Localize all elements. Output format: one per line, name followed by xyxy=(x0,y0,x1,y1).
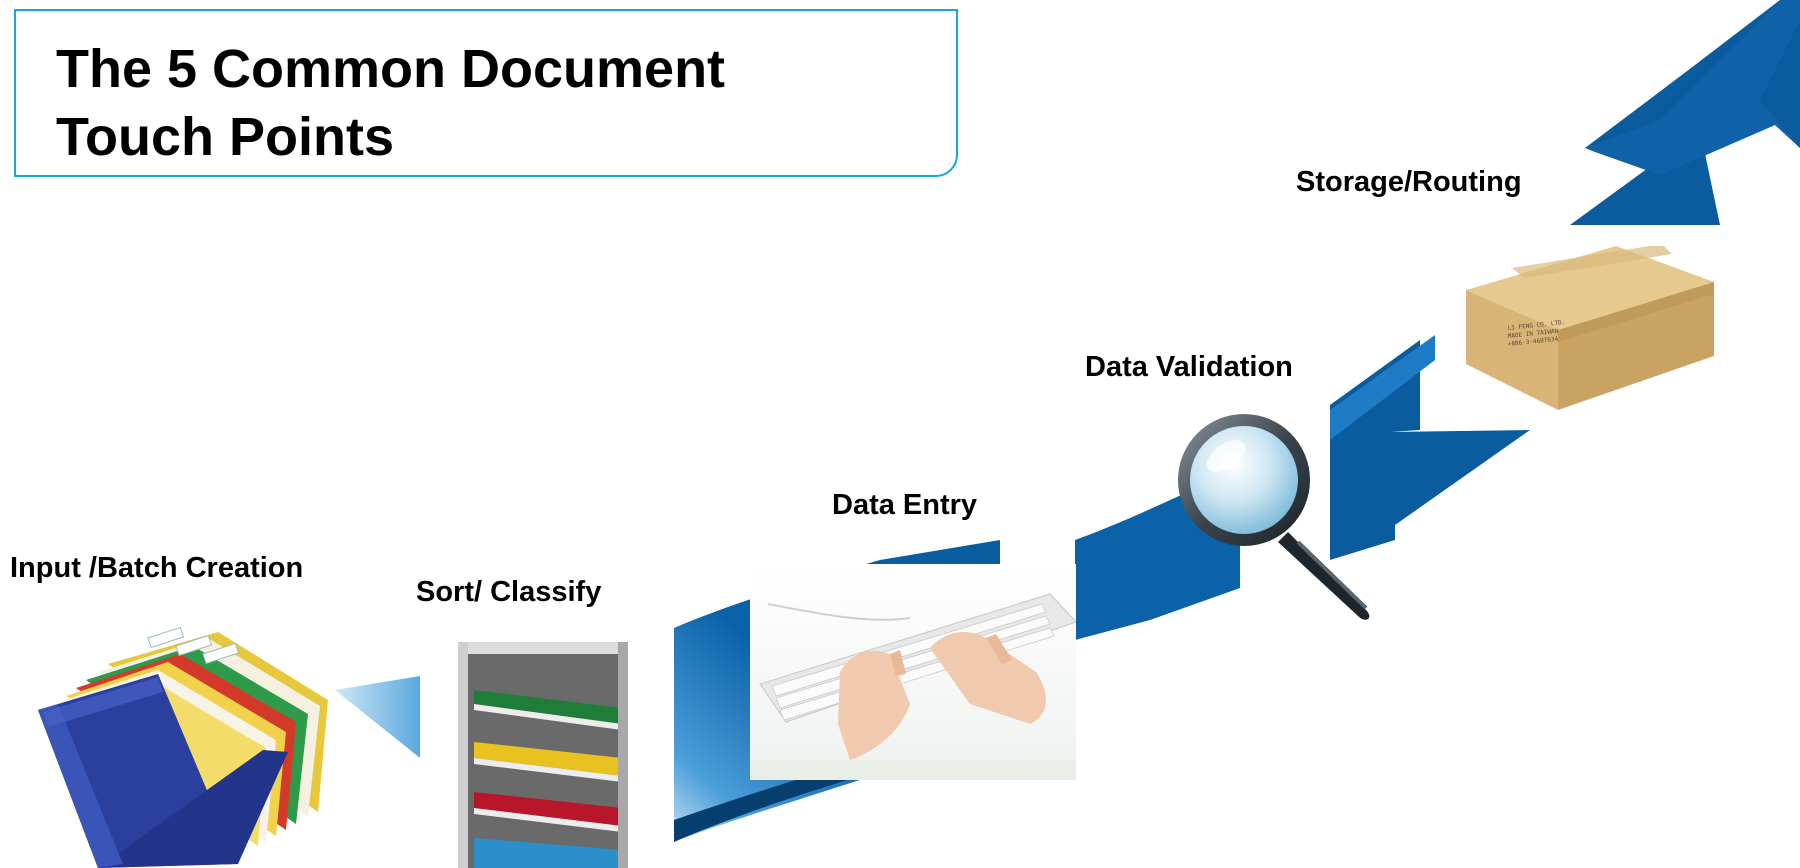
title-box: The 5 Common Document Touch Points xyxy=(14,9,958,177)
magnifying-glass-icon xyxy=(1178,414,1370,620)
arrow-tail-segment xyxy=(335,676,420,758)
file-folder-icon xyxy=(38,626,328,868)
sorter-shelf-icon xyxy=(458,642,628,868)
arrow-body-segment-3b xyxy=(1330,335,1435,440)
page-title: The 5 Common Document Touch Points xyxy=(56,39,726,167)
stage-label-storage-routing: Storage/Routing xyxy=(1296,166,1522,198)
stage-label-sort: Sort/ Classify xyxy=(416,576,602,608)
keyboard-typing-icon xyxy=(750,564,1076,780)
stage-label-data-entry: Data Entry xyxy=(832,489,978,521)
stage-label-input: Input /Batch Creation xyxy=(10,552,304,584)
stage-label-data-validation: Data Validation xyxy=(1085,351,1293,383)
arrow-head-face xyxy=(1585,0,1800,175)
cardboard-box-icon: LI FENG CO. LTD. MADE IN TAIWAN +886-3-4… xyxy=(1466,246,1714,410)
